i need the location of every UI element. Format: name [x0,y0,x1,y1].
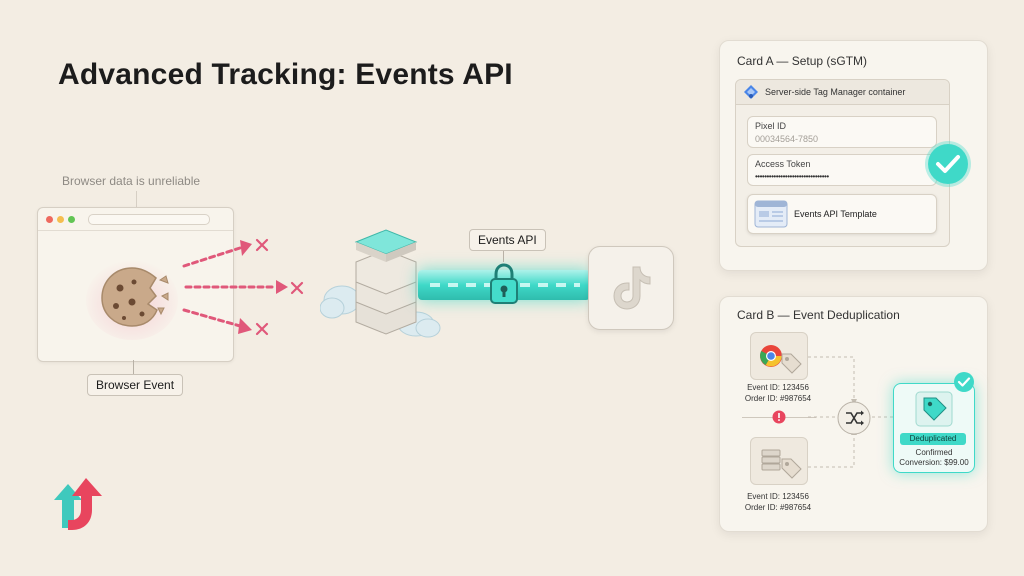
cloud-icon [320,285,361,319]
pixel-id-value: 00034564-7850 [755,134,819,144]
event1-order: Order ID: #987654 [744,394,812,403]
browser-event-label: Browser Event [87,374,184,396]
check-icon [925,141,971,187]
x-icon [290,281,304,295]
card-a-title: Card A — Setup (sGTM) [737,54,868,68]
server-event-tile [750,437,808,485]
events-api-label: Events API [469,229,546,251]
maximize-dot [68,216,75,223]
check-icon [954,372,974,392]
minimize-dot [57,216,64,223]
unreliable-note: Browser data is unreliable [62,174,201,188]
x-icon [255,238,269,252]
dedup-badge: Deduplicated [900,433,966,445]
failing-arrows [182,240,288,334]
browser-toolbar [38,208,233,231]
tag-manager-icon [744,85,758,99]
template-label: Events API Template [794,209,877,219]
chrome-icon [760,345,782,367]
dedup-result: Deduplicated Confirmed Conversion: $99.0… [893,383,975,473]
browser-connector [133,360,134,374]
browser-event-tile [750,332,808,380]
server-icon [761,449,781,471]
alert-icon [772,410,786,424]
shuffle-icon[interactable] [837,401,871,435]
access-token-value: •••••••••••••••••••••••••••••••• [755,172,829,181]
confirmed-line1: Confirmed [915,448,953,457]
browser-window [37,207,234,362]
access-token-field[interactable]: Access Token •••••••••••••••••••••••••••… [747,154,937,186]
tag-icon [781,458,802,479]
tiktok-box [588,246,674,330]
tag-icon [781,353,802,374]
pixel-id-field[interactable]: Pixel ID 00034564-7850 [747,116,937,148]
logo-icon [54,478,102,530]
note-connector [136,191,137,207]
address-bar [88,214,210,225]
tiktok-icon [613,266,651,310]
container-header [736,80,949,105]
event2-order: Order ID: #987654 [744,503,812,512]
arrow-down [182,308,242,328]
card-b: Card B — Event Deduplication Event ID: 1… [719,296,988,532]
card-a: Card A — Setup (sGTM) Server-side Tag Ma… [719,40,988,271]
confirmed-line2: Conversion: $99.00 [899,458,969,467]
tag-icon [915,391,953,427]
server-icon [320,229,441,338]
page-title: Advanced Tracking: Events API [58,58,513,91]
events-api-template[interactable]: Events API Template [747,194,937,234]
arrow-up [182,246,242,268]
container-panel: Server-side Tag Manager container Pixel … [735,79,950,247]
template-icon [754,200,788,228]
access-token-label: Access Token [755,159,811,169]
lock-icon [490,263,518,304]
event2-id: Event ID: 123456 [747,492,809,501]
event1-id: Event ID: 123456 [747,383,809,392]
pixel-id-label: Pixel ID [755,121,787,131]
close-dot [46,216,53,223]
cookie-icon [86,260,178,340]
label-connector [503,250,504,262]
card-b-title: Card B — Event Deduplication [737,308,900,322]
x-icon [255,322,269,336]
container-label: Server-side Tag Manager container [765,87,906,97]
